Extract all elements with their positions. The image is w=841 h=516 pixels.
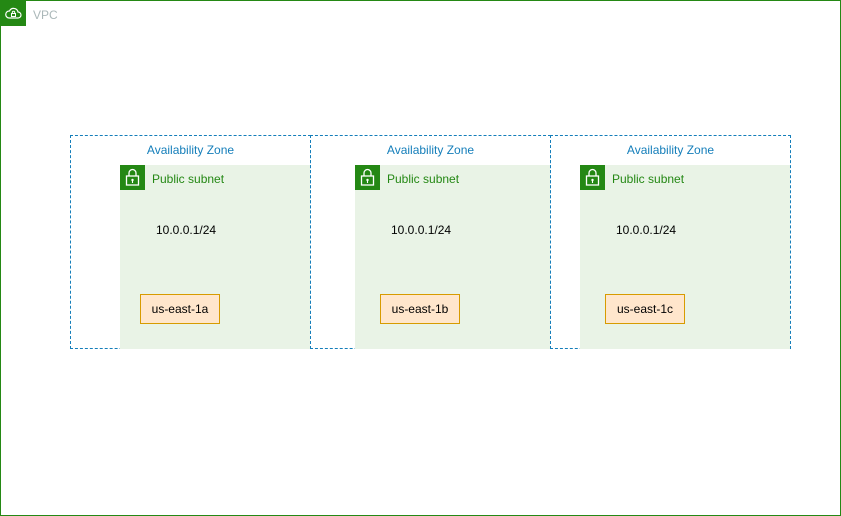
availability-zone-title: Availability Zone	[386, 143, 475, 157]
public-subnet-2[interactable]: Public subnet 10.0.0.1/24 us-east-1b	[355, 165, 550, 349]
zone-name-box[interactable]: us-east-1b	[380, 294, 460, 324]
zone-name-box[interactable]: us-east-1a	[140, 294, 220, 324]
subnet-cidr: 10.0.0.1/24	[156, 223, 217, 237]
subnet-cidr: 10.0.0.1/24	[616, 223, 677, 237]
public-subnet-label: Public subnet	[612, 172, 685, 186]
vpc-cloud-lock-icon	[1, 1, 26, 26]
public-subnet-3[interactable]: Public subnet 10.0.0.1/24 us-east-1c	[580, 165, 790, 349]
vpc-label: VPC	[33, 8, 58, 22]
subnet-cidr: 10.0.0.1/24	[391, 223, 452, 237]
public-subnet-label: Public subnet	[387, 172, 460, 186]
zone-name-box[interactable]: us-east-1c	[605, 294, 685, 324]
padlock-icon	[120, 165, 145, 190]
public-subnet-label: Public subnet	[152, 172, 225, 186]
availability-zone-title: Availability Zone	[146, 143, 235, 157]
availability-zone-title: Availability Zone	[626, 143, 715, 157]
public-subnet-1[interactable]: Public subnet 10.0.0.1/24 us-east-1a	[120, 165, 310, 349]
padlock-icon	[355, 165, 380, 190]
padlock-icon	[580, 165, 605, 190]
